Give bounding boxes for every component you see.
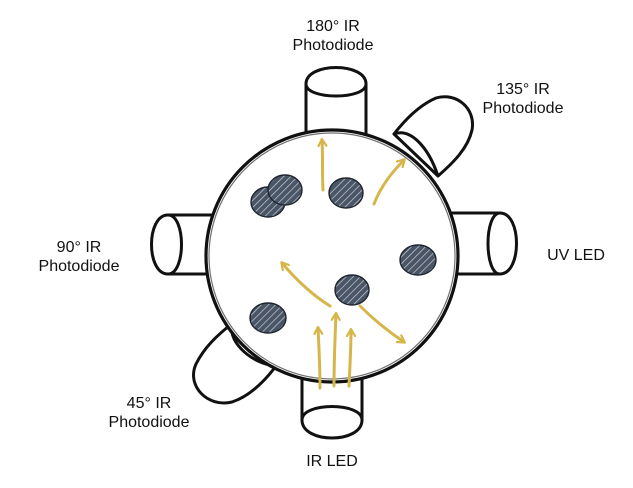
port-uv-led [450,211,518,276]
light-arrow [334,314,336,388]
particle [249,302,287,334]
particle [267,174,303,206]
label-90-ir-photodiode: 90° IR Photodiode [38,239,120,275]
light-arrow [349,330,351,388]
light-arrow [358,304,404,342]
port-90-ir-photodiode [150,213,217,276]
particle [399,244,437,276]
port-180-ir-photodiode [304,66,368,138]
light-arrow [372,160,404,206]
particle [328,177,364,209]
particle [334,274,370,306]
label-45-ir-photodiode: 45° IR Photodiode [108,395,190,431]
label-uv-led: UV LED [547,247,605,264]
port-135-ir-photodiode [392,95,474,178]
port-45-ir-photodiode [192,320,278,405]
light-arrow [318,328,320,390]
label-180-ir-photodiode: 180° IR Photodiode [292,18,374,54]
light-arrow [322,140,323,192]
label-135-ir-photodiode: 135° IR Photodiode [482,81,564,117]
port-ir-led [300,370,364,440]
light-arrow [282,263,332,308]
label-ir-led: IR LED [306,453,358,470]
